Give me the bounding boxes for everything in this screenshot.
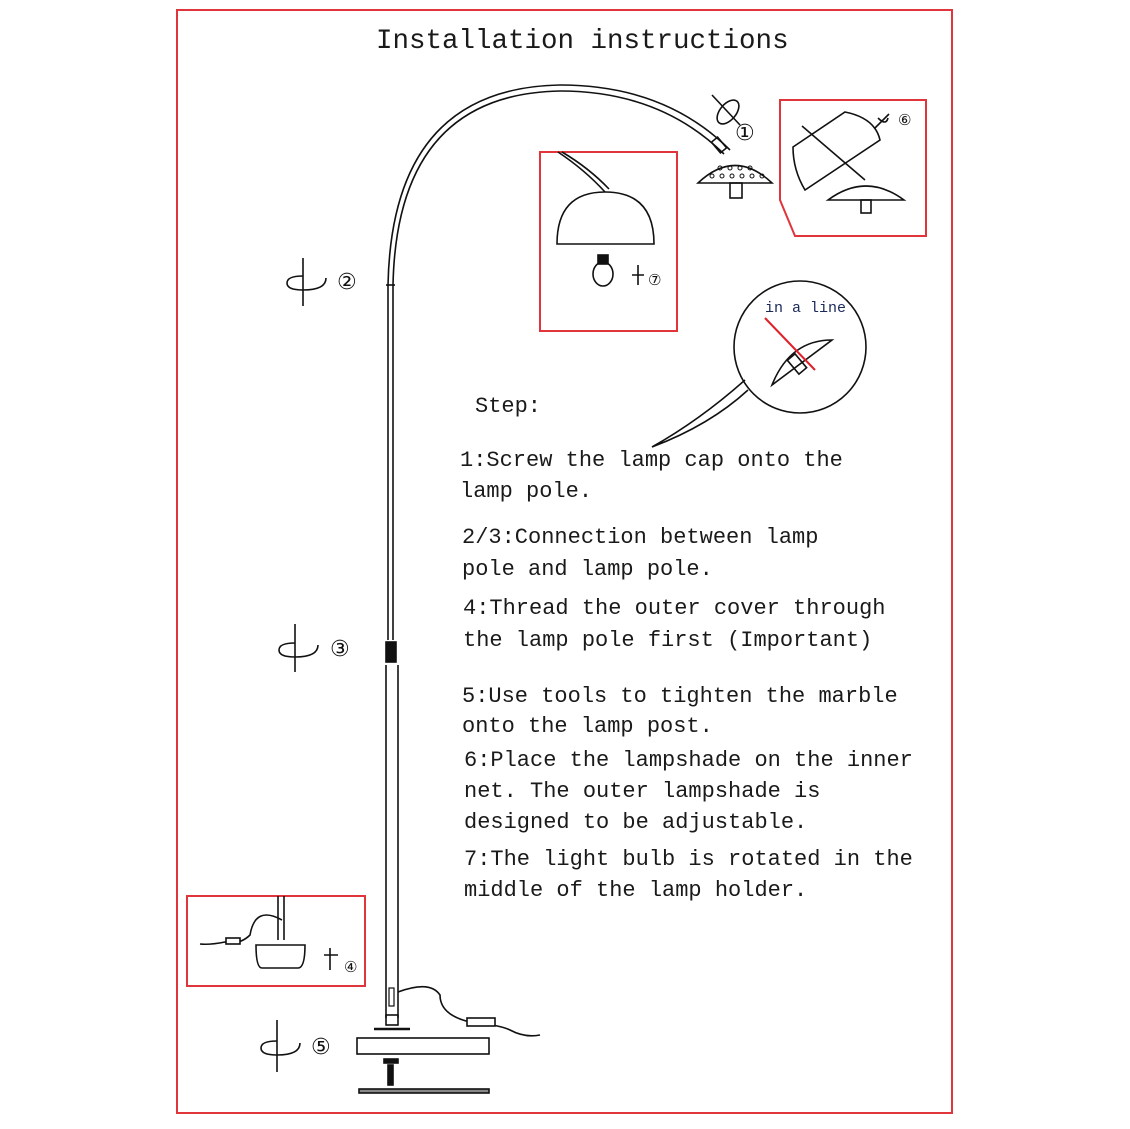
step-line: 1:Screw the lamp cap onto the	[460, 448, 843, 473]
step-line: 6:Place the lampshade on the inner	[464, 748, 913, 773]
step-line: pole and lamp pole.	[462, 557, 713, 582]
lampshade-detail-box	[779, 99, 927, 237]
page-title: Installation instructions	[376, 26, 789, 57]
bulb-detail-box	[539, 151, 678, 332]
rotate-icon-2	[286, 258, 327, 306]
step-7-marker: ⑦	[648, 271, 662, 289]
step-line: 7:The light bulb is rotated in the	[464, 847, 913, 872]
rotate-arrow-icon	[711, 94, 741, 126]
step-line: onto the lamp post.	[462, 714, 713, 739]
step-5-marker: ⑤	[311, 1035, 331, 1060]
lamp-base	[356, 985, 541, 1094]
step-line: the lamp pole first (Important)	[463, 628, 873, 653]
in-a-line-label: in a line	[765, 300, 847, 317]
rotate-icon-5	[260, 1020, 301, 1072]
steps-heading: Step:	[475, 394, 542, 419]
step-line: lamp pole.	[460, 479, 593, 504]
lamp-cap-icon	[695, 135, 775, 199]
cover-detail-box	[186, 895, 366, 987]
step-6-marker: ⑥	[898, 111, 912, 129]
step-1-marker: ①	[735, 121, 755, 146]
step-line: designed to be adjustable.	[464, 810, 808, 835]
step-4-marker: ④	[344, 958, 358, 976]
step-line: 4:Thread the outer cover through	[463, 596, 886, 621]
step-2-marker: ②	[337, 270, 357, 295]
step-line: 2/3:Connection between lamp	[462, 525, 819, 550]
step-line: 5:Use tools to tighten the marble	[462, 684, 898, 709]
arc-pole	[385, 84, 731, 1026]
step-3-marker: ③	[330, 637, 350, 662]
page-frame	[176, 9, 953, 1114]
step-line: net. The outer lampshade is	[464, 779, 821, 804]
rotate-icon-3	[278, 624, 319, 672]
step-line: middle of the lamp holder.	[464, 878, 808, 903]
magnifier-detail	[651, 280, 867, 448]
